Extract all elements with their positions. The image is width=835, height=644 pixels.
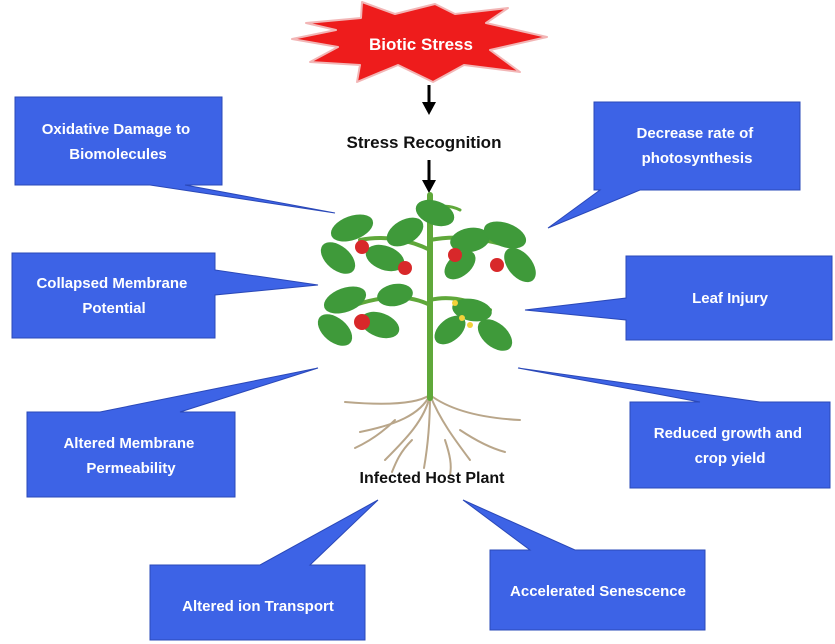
callout-text-line: Reduced growth and (654, 425, 802, 442)
callout-oxidative-damage: Oxidative Damage to Biomolecules (15, 97, 335, 213)
callout-text-line: Biomolecules (69, 146, 167, 163)
callout-text-line: Oxidative Damage to (42, 121, 190, 138)
callout-membrane-potential: Collapsed Membrane Potential (12, 253, 318, 338)
callout-text-line: Altered ion Transport (182, 598, 334, 615)
callout-text-line: Collapsed Membrane (36, 275, 187, 292)
callout-text-line: Decrease rate of (637, 125, 755, 142)
callout-ion-transport: Altered ion Transport (150, 500, 378, 640)
callout-text-line: Leaf Injury (692, 290, 769, 307)
arrow-to-recognition (422, 85, 436, 115)
callout-text-line: Accelerated Senescence (510, 583, 686, 600)
biotic-stress-label: Biotic Stress (369, 35, 473, 54)
callout-text-line: photosynthesis (642, 150, 753, 167)
roots (345, 395, 520, 475)
biotic-stress-burst: Biotic Stress (292, 2, 547, 82)
plant-illustration (312, 195, 542, 475)
callout-text-line: crop yield (695, 450, 766, 467)
callout-leaf-injury: Leaf Injury (525, 256, 832, 340)
callout-senescence: Accelerated Senescence (463, 500, 705, 630)
callout-text-line: Potential (82, 300, 145, 317)
callout-text-line: Altered Membrane (63, 435, 194, 452)
arrow-to-plant (422, 160, 436, 193)
infected-host-plant-label: Infected Host Plant (360, 470, 506, 487)
callout-photosynthesis: Decrease rate of photosynthesis (548, 102, 800, 228)
stress-recognition-label: Stress Recognition (347, 133, 502, 152)
callout-text-line: Permeability (86, 460, 176, 477)
callout-reduced-growth: Reduced growth and crop yield (518, 368, 830, 488)
callout-membrane-permeability: Altered Membrane Permeability (27, 368, 318, 497)
